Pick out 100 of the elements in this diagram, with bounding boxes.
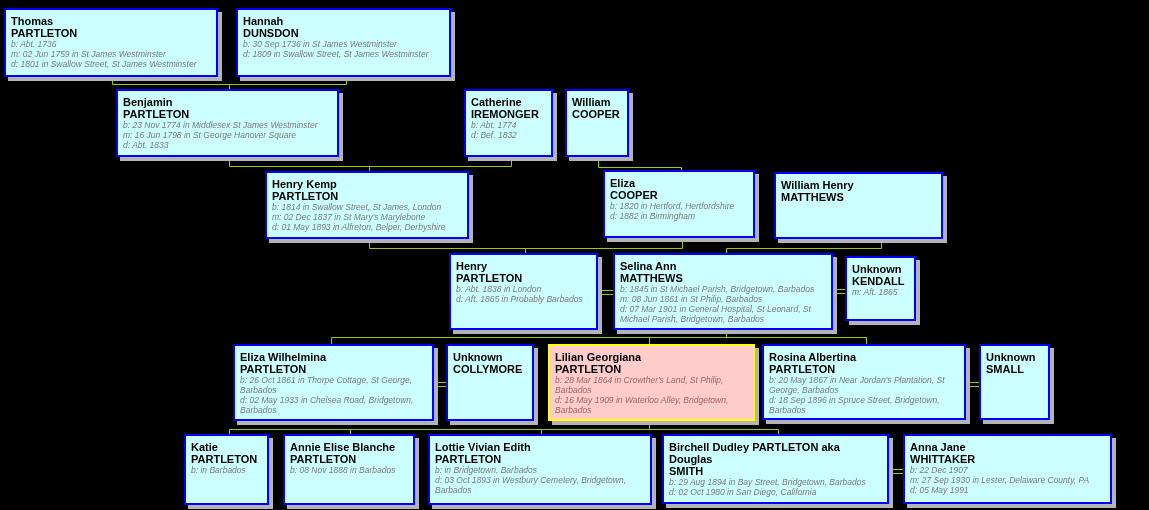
- given-name: Lottie Vivian Edith: [435, 441, 531, 453]
- surname: PARTLETON: [456, 272, 523, 284]
- life-event: b: 1845 in St Michael Parish, Bridgetown, Barbados: [620, 284, 815, 294]
- given-name: Annie Elise Blanche: [290, 441, 396, 453]
- given-name: Hannah: [243, 15, 284, 27]
- person-card: [565, 89, 633, 161]
- surname: PARTLETON: [272, 190, 339, 202]
- given-name: Benjamin: [123, 96, 173, 108]
- surname: PARTLETON: [290, 453, 357, 465]
- person-card: [903, 434, 1116, 508]
- life-event: d: 02 Oct 1980 in San Diego, California: [669, 487, 817, 497]
- surname: COOPER: [572, 108, 620, 120]
- person-card: [762, 344, 970, 424]
- given-name: Selina Ann: [620, 260, 677, 272]
- life-event: b: Abt. 1838 in London: [456, 284, 542, 294]
- surname: PARTLETON: [555, 363, 622, 375]
- surname: COOPER: [610, 189, 658, 201]
- person-card: [449, 253, 602, 334]
- marriage-line: [601, 290, 614, 295]
- given-name: Unknown: [986, 351, 1036, 363]
- surname: PARTLETON: [191, 453, 258, 465]
- descent-line: [369, 160, 512, 172]
- life-event: d: 01 May 1893 in Alfreton, Belper, Derbyshire: [272, 222, 446, 232]
- person-card: [603, 170, 759, 242]
- person-card: [464, 89, 557, 161]
- life-event: b: 22 Dec 1907: [910, 465, 968, 475]
- person-card: [116, 89, 343, 161]
- given-name: Catherine: [471, 96, 522, 108]
- person-card: [184, 434, 273, 509]
- marriage-line: [892, 469, 904, 474]
- life-event: b: in Bridgetown, Barbados: [435, 465, 538, 475]
- life-event: m: 02 Jun 1759 in St James Westminster: [11, 49, 166, 59]
- person-card: [662, 434, 893, 508]
- surname: PARTLETON: [769, 363, 836, 375]
- person-card: [283, 434, 419, 509]
- person-card: [265, 171, 473, 243]
- surname: WHITTAKER: [910, 453, 976, 465]
- marriage-line: [437, 382, 447, 387]
- given-name: Henry: [456, 260, 488, 272]
- person-card: [446, 344, 538, 425]
- life-event: b: Abt. 1774: [471, 120, 517, 130]
- person-card: [428, 434, 656, 509]
- given-name: Unknown: [453, 351, 503, 363]
- life-event: d: 02 May 1933 in Chelsea Road, Bridgetown, Barbados: [240, 395, 415, 415]
- person-card: [236, 8, 455, 81]
- descent-line: [598, 160, 682, 171]
- descent-line: [726, 333, 867, 345]
- life-event: m: 16 Jun 1798 in St George Hanover Square: [123, 130, 296, 140]
- descent-line: [726, 242, 882, 254]
- given-name: Eliza Wilhelmina: [240, 351, 327, 363]
- life-event: d: Abt. 1833: [123, 140, 169, 150]
- life-event: d: 18 Sep 1896 in Spruce Street, Bridgetown, Barbados: [769, 395, 941, 415]
- surname: DUNSDON: [243, 27, 299, 39]
- given-name: Rosina Albertina: [769, 351, 856, 363]
- person-card: [845, 256, 920, 325]
- given-name: Birchell Dudley PARTLETON aka Douglas: [669, 441, 841, 465]
- life-event: d: 1809 in Swallow Street, St James Westminster: [243, 49, 429, 59]
- life-event: d: Bef. 1832: [471, 130, 517, 140]
- life-event: d: 1882 in Birmingham: [610, 211, 696, 221]
- life-event: d: 07 Mar 1901 in General Hospital, St Leonard, St Michael Parish, Bridgetown, Barbados: [620, 304, 812, 324]
- life-event: b: 1814 in Swallow Street, St James, London: [272, 202, 442, 212]
- life-event: m: Aft. 1865: [852, 287, 898, 297]
- life-event: b: 29 Aug 1894 in Bay Street, Bridgetown, Barbados: [669, 477, 866, 487]
- life-event: b: in Barbados: [191, 465, 246, 475]
- marriage-line: [969, 382, 980, 387]
- life-event: b: 1820 in Hertford, Hertfordshire: [610, 201, 735, 211]
- given-name: Lilian Georgiana: [555, 351, 642, 363]
- life-event: d: 03 Oct 1893 in Westbury Cemetery, Bridgetown, Barbados: [435, 475, 628, 495]
- surname: IREMONGER: [471, 108, 539, 120]
- life-event: b: 08 Nov 1888 in Barbados: [290, 465, 396, 475]
- surname: PARTLETON: [240, 363, 307, 375]
- given-name: Thomas: [11, 15, 54, 27]
- descent-line: [525, 241, 683, 254]
- person-card: [4, 8, 222, 81]
- life-event: m: 08 Jun 1861 in St Philip, Barbados: [620, 294, 763, 304]
- given-name: William: [572, 96, 611, 108]
- given-name: Unknown: [852, 263, 902, 275]
- life-event: d: 16 May 1909 in Waterloo Alley, Bridgetown, Barbados: [555, 395, 730, 415]
- life-event: m: 27 Sep 1930 in Lester, Delaware County, PA: [910, 475, 1090, 485]
- given-name: Anna Jane: [910, 441, 966, 453]
- surname: PARTLETON: [435, 453, 502, 465]
- surname: KENDALL: [852, 275, 905, 287]
- person-card: [233, 344, 438, 425]
- life-event: d: Aft. 1865 in Probably Barbados: [456, 294, 583, 304]
- descent-line: [649, 424, 779, 435]
- given-name: Henry Kemp: [272, 178, 337, 190]
- given-name: Eliza: [610, 177, 636, 189]
- surname: PARTLETON: [123, 108, 190, 120]
- surname: MATTHEWS: [620, 272, 683, 284]
- person-card: [774, 172, 947, 243]
- life-event: b: 30 Sep 1736 in St James Westminster: [243, 39, 397, 49]
- descent-line: [229, 80, 347, 90]
- life-event: d: 1801 in Swallow Street, St James Westminster: [11, 59, 197, 69]
- person-card: [613, 253, 837, 334]
- life-event: b: Abt. 1736: [11, 39, 57, 49]
- surname: PARTLETON: [11, 27, 78, 39]
- surname: MATTHEWS: [781, 191, 844, 203]
- life-event: m: 02 Dec 1837 in St Mary's Marylebone: [272, 212, 426, 222]
- life-event: b: 23 Nov 1774 in Middlesex St James Westminster: [123, 120, 318, 130]
- person-card: [548, 344, 759, 425]
